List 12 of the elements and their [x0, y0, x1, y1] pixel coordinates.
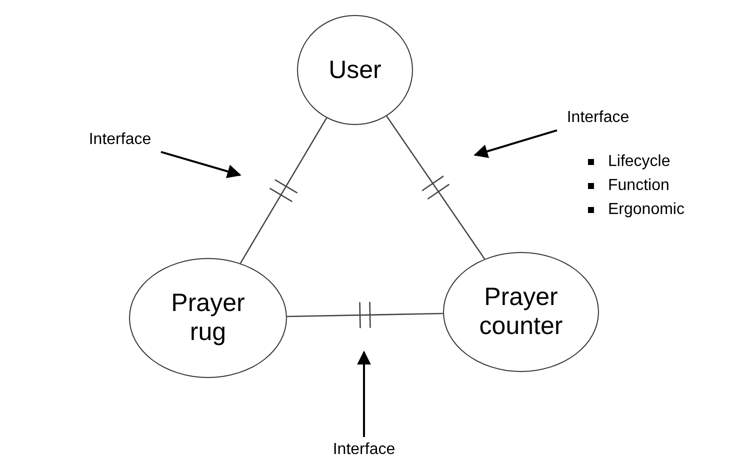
connector-line: [240, 118, 328, 264]
list-item-text: Lifecycle: [608, 153, 670, 170]
list-item-text: Function: [608, 177, 670, 194]
leader-arrow: [160, 151, 242, 178]
connector-line: [286, 312, 444, 318]
ellipse-node: User: [297, 15, 413, 125]
ellipse-node: Prayer rug: [129, 258, 287, 378]
list-item-text: Ergonomic: [608, 201, 684, 218]
leader-arrow: [474, 129, 558, 158]
ellipse-node: Prayer counter: [443, 252, 599, 372]
connector-line: [386, 116, 486, 260]
leader-arrow: [357, 350, 371, 437]
